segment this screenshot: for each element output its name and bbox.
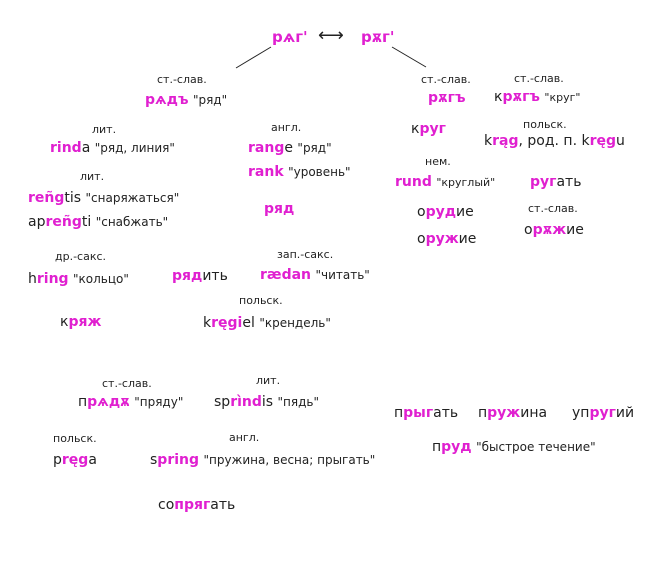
lang-label: лит. bbox=[92, 123, 117, 136]
word-rinda: rinda "ряд, линия" bbox=[50, 140, 175, 156]
word-sprindis: sprìndis "пядь" bbox=[214, 394, 320, 410]
word-rank: rank "уровень" bbox=[248, 164, 351, 180]
word-krag: krąg, род. п. kręgu bbox=[484, 133, 625, 149]
word-pruzhina: пружина bbox=[478, 405, 548, 421]
lang-label: польск. bbox=[239, 294, 283, 307]
word-rjadu: рѧдъ "ряд" bbox=[145, 92, 228, 108]
word-range: range "ряд" bbox=[248, 140, 332, 156]
lang-label: ст.-слав. bbox=[528, 202, 578, 215]
lang-label: польск. bbox=[53, 432, 97, 445]
lang-label: нем. bbox=[425, 155, 451, 168]
word-orudie: орудие bbox=[417, 204, 474, 220]
lang-label: польск. bbox=[523, 118, 567, 131]
word-oruzhie: оружие bbox=[417, 231, 477, 247]
word-rengtis: reñgtis "снаряжаться" bbox=[28, 190, 180, 206]
left-branch-line bbox=[235, 46, 272, 69]
word-prygat: прыгать bbox=[394, 405, 459, 421]
word-raedan: rædan "читать" bbox=[260, 267, 370, 283]
word-rund: rund "круглый" bbox=[395, 174, 496, 190]
word-krogu: крѫгъ "круг" bbox=[494, 89, 581, 105]
lang-label: англ. bbox=[229, 431, 260, 444]
word-krjazh: кряж bbox=[60, 314, 102, 330]
double-arrow-icon: ⟷ bbox=[318, 25, 344, 46]
word-uprugij: упругий bbox=[572, 405, 635, 421]
word-hring: hring "кольцо" bbox=[28, 271, 129, 287]
lang-label: лит. bbox=[80, 170, 105, 183]
word-kregiel: kręgiel "крендель" bbox=[203, 315, 331, 331]
word-prjadu: прѧдѫ "пряду" bbox=[78, 394, 184, 410]
word-orozhie: орѫжие bbox=[524, 222, 584, 238]
word-soprjagat: сопрягать bbox=[158, 497, 236, 513]
lang-label: др.-сакс. bbox=[55, 250, 107, 263]
word-spring: spring "пружина, весна; прыгать" bbox=[150, 452, 376, 468]
word-rjad: ряд bbox=[264, 201, 295, 217]
lang-label: ст.-слав. bbox=[157, 73, 207, 86]
word-rjadit: рядить bbox=[172, 268, 228, 284]
right-branch-line bbox=[391, 46, 427, 68]
word-krug: круг bbox=[411, 121, 446, 137]
word-prud: пруд "быстрое течение" bbox=[432, 439, 596, 455]
root-front-nasal: рѧг' bbox=[272, 28, 308, 46]
lang-label: ст.-слав. bbox=[102, 377, 152, 390]
lang-label: англ. bbox=[271, 121, 302, 134]
lang-label: зап.-сакс. bbox=[277, 248, 334, 261]
word-rugat: ругать bbox=[530, 174, 582, 190]
lang-label: ст.-слав. bbox=[421, 73, 471, 86]
root-back-nasal: рѫг' bbox=[361, 28, 395, 46]
lang-label: ст.-слав. bbox=[514, 72, 564, 85]
word-pregа: pręga bbox=[53, 452, 97, 468]
word-rogu: рѫгъ bbox=[428, 90, 466, 106]
lang-label: лит. bbox=[256, 374, 281, 387]
word-aprengti: apreñgti "снабжать" bbox=[28, 214, 169, 230]
